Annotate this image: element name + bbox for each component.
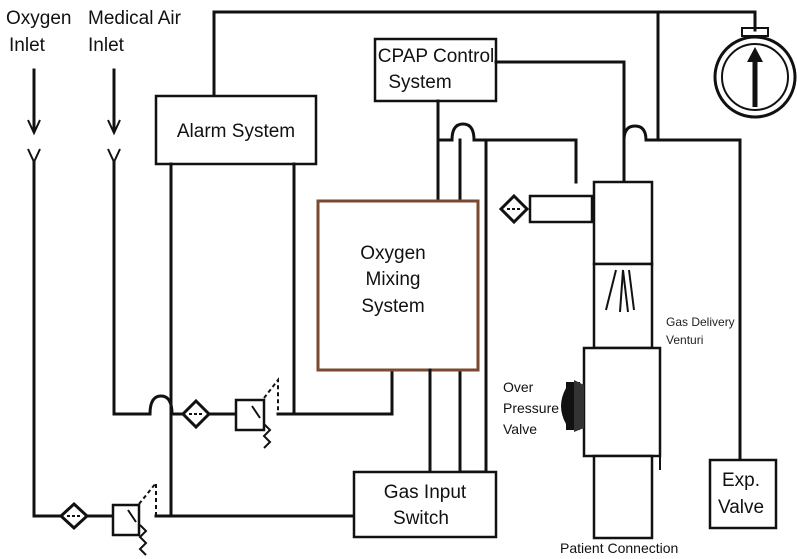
medical-air-arrow-head-icon <box>107 119 121 136</box>
air-to-mixer-line <box>276 368 394 416</box>
top-bus-line <box>212 10 757 98</box>
medical-air-label-line2: Inlet <box>88 35 125 56</box>
mixing-label-line3: System <box>361 296 424 317</box>
over-pressure-label-line1: Over <box>503 379 534 395</box>
to-exp-valve-line <box>644 138 742 462</box>
medical-air-supply-line <box>112 160 152 416</box>
cpap-control-box <box>373 37 498 103</box>
oxygen-inlet: Oxygen Inlet <box>6 8 71 165</box>
over-pressure-label-line2: Pressure <box>503 400 559 416</box>
alarm-system-label: Alarm System <box>177 121 295 142</box>
exp-valve-box <box>708 458 778 530</box>
venturi-filter-diamond-icon <box>498 193 530 225</box>
flow-valve-body <box>528 194 594 224</box>
pressure-gauge-icon <box>713 27 797 119</box>
cpap-label-line2: System <box>388 72 451 93</box>
oxygen-inlet-label-line1: Oxygen <box>6 8 71 29</box>
mixing-label-line1: Oxygen <box>360 243 425 264</box>
oxygen-inlet-label-line2: Inlet <box>9 35 46 56</box>
oxygen-mixing-box <box>316 199 480 372</box>
cpap-label-line1: CPAP Control <box>378 46 495 67</box>
cpap-to-venturi-line <box>494 60 626 142</box>
exp-valve-label-line1: Exp. <box>722 470 760 491</box>
medical-air-inlet: Medical Air Inlet <box>88 8 182 165</box>
over-pressure-valve-icon <box>561 380 584 432</box>
gas-input-label-line1: Gas Input <box>384 482 467 503</box>
gas-delivery-venturi <box>582 180 662 540</box>
exp-valve-label-line2: Valve <box>718 497 764 518</box>
gas-input-switch-box <box>352 470 498 539</box>
medical-air-connector-icon <box>107 148 121 165</box>
oxygen-supply-line <box>32 160 64 518</box>
patient-connection-label: Patient Connection <box>560 540 678 556</box>
air-filter-diamond-icon <box>180 398 212 430</box>
crossover-hump <box>148 394 174 416</box>
alarm-system-box <box>154 94 318 166</box>
oxygen-inlet-arrow-head-icon <box>27 119 41 136</box>
mixing-label-line2: Mixing <box>366 269 421 290</box>
filter-diamond-icon <box>58 501 90 531</box>
cpap-to-valve-line <box>472 138 578 184</box>
oxygen-pressure-regulator-icon <box>111 480 157 556</box>
air-pressure-regulator-icon <box>234 377 279 449</box>
gas-delivery-label-line2: Venturi <box>666 333 703 347</box>
medical-air-label-line1: Medical Air <box>88 8 182 29</box>
oxygen-inlet-connector-icon <box>27 148 41 165</box>
gas-input-label-line2: Switch <box>393 508 449 529</box>
over-pressure-label-line3: Valve <box>503 421 537 437</box>
gas-delivery-label-line1: Gas Delivery <box>666 315 735 329</box>
